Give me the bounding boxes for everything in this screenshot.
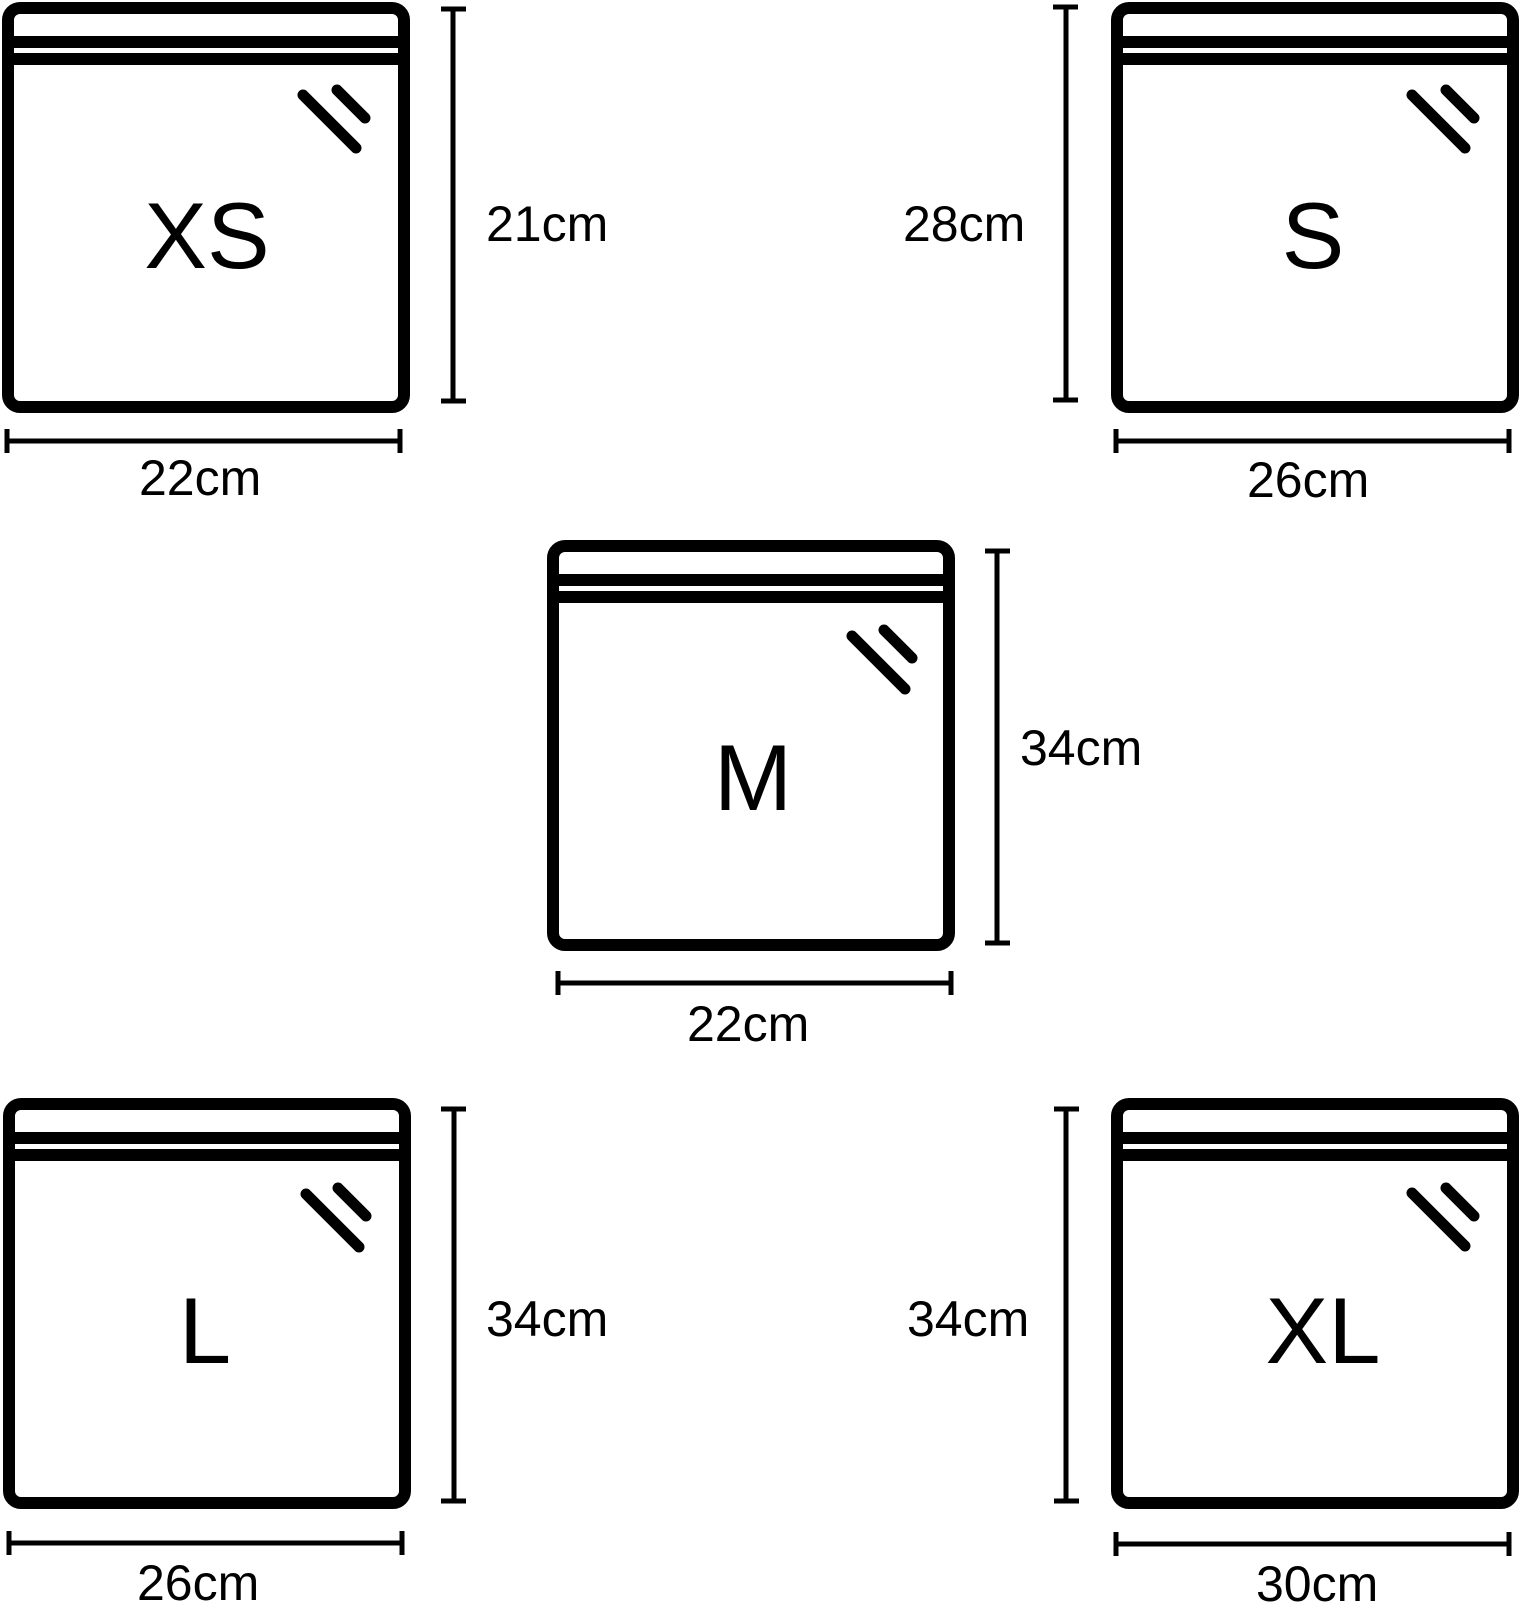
height-label: 21cm xyxy=(486,196,608,252)
size-label: M xyxy=(714,725,792,830)
width-label: 30cm xyxy=(1256,1556,1378,1612)
width-label: 26cm xyxy=(137,1555,259,1611)
size-label: XL xyxy=(1266,1278,1381,1383)
width-dimension xyxy=(555,971,954,995)
height-dimension xyxy=(1054,1106,1079,1504)
tear-notch-icon xyxy=(300,1182,372,1253)
bag-s: S 28cm 26cm xyxy=(903,2,1519,508)
height-dimension xyxy=(441,1106,466,1504)
height-dimension xyxy=(1053,4,1078,403)
bag-xs: XS 21cm 22cm xyxy=(2,2,608,506)
zip-bag-icon xyxy=(1111,1098,1519,1509)
zip-bag-icon xyxy=(3,1098,411,1509)
size-label: L xyxy=(179,1278,231,1383)
tear-notch-icon xyxy=(1406,84,1480,154)
height-dimension xyxy=(985,548,1010,946)
height-dimension xyxy=(441,6,466,404)
bag-xl: XL 34cm 30cm xyxy=(907,1098,1519,1612)
height-label: 34cm xyxy=(907,1291,1029,1347)
width-dimension xyxy=(6,1531,405,1555)
zip-bag-icon xyxy=(1111,2,1519,413)
tear-notch-icon xyxy=(297,84,371,154)
tear-notch-icon xyxy=(846,624,918,695)
bag-m: M 34cm 22cm xyxy=(547,540,1142,1052)
tear-notch-icon xyxy=(1406,1182,1480,1252)
width-dimension xyxy=(1113,1532,1512,1556)
bag-l: L 34cm 26cm xyxy=(3,1098,608,1611)
zip-bag-icon xyxy=(547,540,955,951)
zip-bag-icon xyxy=(2,2,410,413)
height-label: 34cm xyxy=(486,1291,608,1347)
size-label: S xyxy=(1282,183,1345,288)
height-label: 34cm xyxy=(1020,720,1142,776)
width-dimension xyxy=(4,429,403,453)
size-label: XS xyxy=(144,183,269,288)
width-label: 26cm xyxy=(1247,452,1369,508)
width-label: 22cm xyxy=(687,996,809,1052)
width-label: 22cm xyxy=(139,450,261,506)
height-label: 28cm xyxy=(903,196,1025,252)
width-dimension xyxy=(1113,429,1512,453)
